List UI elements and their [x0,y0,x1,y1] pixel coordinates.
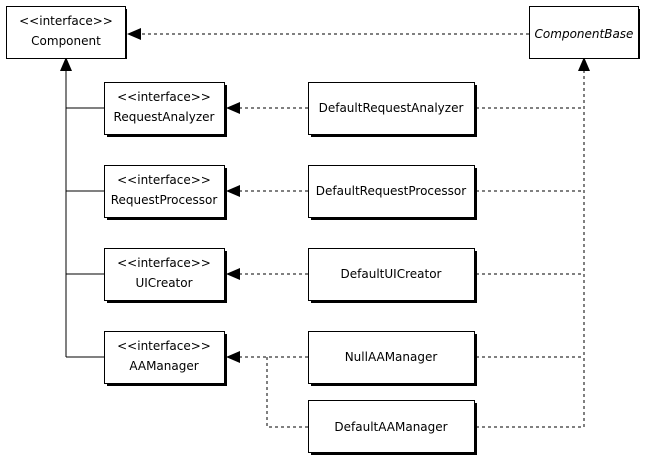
realization-arrowhead-aa-manager [226,351,240,363]
class-box-null-aa-manager: NullAAManager [308,331,477,386]
class-box-aa-manager: <<interface>> AAManager [104,331,227,386]
null-aa-manager-name: NullAAManager [345,350,438,364]
default-request-processor-name: DefaultRequestProcessor [316,184,466,198]
ui-creator-name: UICreator [135,276,192,290]
class-box-default-request-analyzer: DefaultRequestAnalyzer [308,82,477,137]
realization-arrowhead-ui-creator [226,268,240,280]
aa-manager-name: AAManager [129,359,198,373]
realization-arrowhead-request-processor [226,185,240,197]
class-box-component-base: ComponentBase [529,6,640,59]
request-processor-stereotype: <<interface>> [117,173,211,187]
extension-arrowhead-component-base [578,57,590,71]
request-analyzer-stereotype: <<interface>> [117,90,211,104]
default-request-analyzer-name: DefaultRequestAnalyzer [319,101,464,115]
class-box-component: <<interface>> Component [6,6,127,59]
default-aa-manager-name: DefaultAAManager [334,420,447,434]
request-processor-name: RequestProcessor [111,193,218,207]
realization-arrowhead-request-analyzer [226,102,240,114]
component-stereotype: <<interface>> [19,14,113,28]
class-box-default-request-processor: DefaultRequestProcessor [308,165,477,220]
ui-creator-stereotype: <<interface>> [117,256,211,270]
request-analyzer-name: RequestAnalyzer [114,110,215,124]
class-box-request-processor: <<interface>> RequestProcessor [104,165,227,220]
aa-manager-stereotype: <<interface>> [117,339,211,353]
default-ui-creator-name: DefaultUICreator [341,267,442,281]
class-box-default-ui-creator: DefaultUICreator [308,248,477,303]
component-base-name: ComponentBase [535,27,634,41]
class-box-request-analyzer: <<interface>> RequestAnalyzer [104,82,227,137]
class-box-default-aa-manager: DefaultAAManager [308,400,477,455]
component-name: Component [31,34,101,48]
inheritance-arrowhead-component [60,57,72,71]
realization-line-default-aa-manager [266,357,308,428]
realization-arrowhead-component [127,28,141,40]
class-box-ui-creator: <<interface>> UICreator [104,248,227,303]
